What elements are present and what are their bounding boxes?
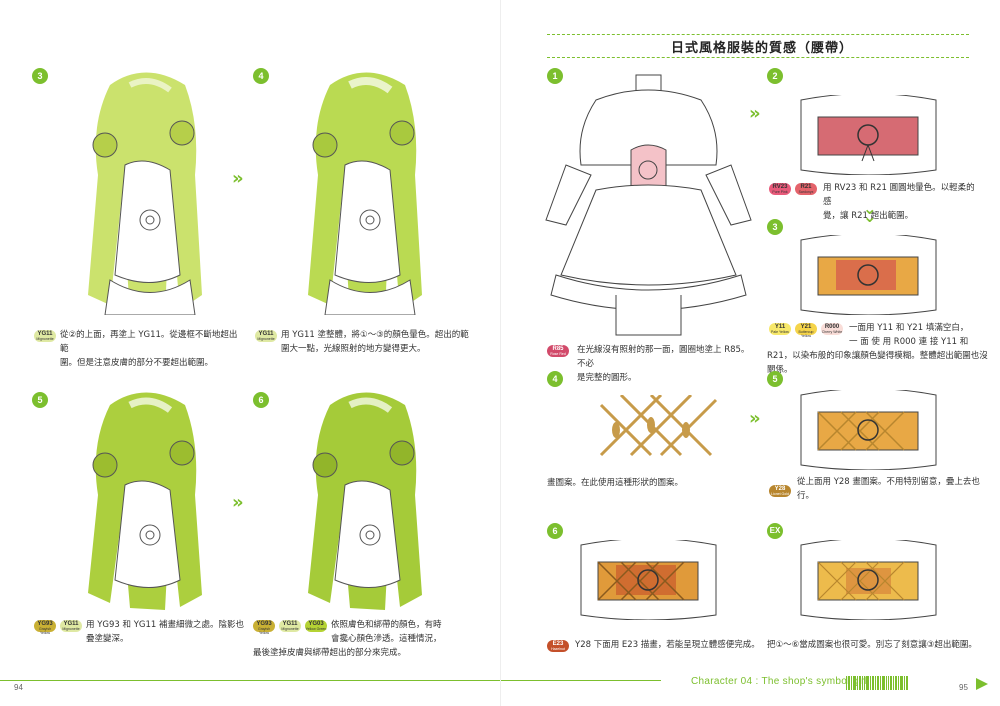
step-badge-4r: 4 xyxy=(547,371,563,387)
caption-step-2: 用 RV23 和 R21 圓圓地暈色。以輕柔的感 覺，讓 R21 超出範圍。 xyxy=(823,183,975,221)
illustration-step-4 xyxy=(308,72,422,315)
caption-step-3: 從②的上面，再塗上 YG11。從邊框不斷地超出範 圍。但是注意皮膚的部分不要超出… xyxy=(60,330,238,368)
illustration-step-5 xyxy=(88,392,202,610)
caption-step-ex: 把①～⑥當成圖案也很可愛。別忘了刻意讓③超出範圍。 xyxy=(767,640,977,650)
caption-step-5: 用 YG93 和 YG11 補畫細微之處。陰影也 疊塗變深。 xyxy=(86,620,244,644)
step-badge-5: 5 xyxy=(32,392,48,408)
illustration-step-ex-obi xyxy=(800,540,937,620)
next-arrow-icon: » xyxy=(232,168,243,189)
illustration-step-2-obi xyxy=(800,95,937,175)
illustration-step-3 xyxy=(88,72,202,315)
title-rule-bottom xyxy=(547,57,969,58)
step-badge-6r: 6 xyxy=(547,523,563,539)
footer-rule xyxy=(501,680,661,681)
down-arrow-icon: ⌄⌄ xyxy=(863,199,877,226)
page-number: 94 xyxy=(14,683,23,692)
next-arrow-icon: » xyxy=(232,492,243,513)
next-arrow-icon: » xyxy=(749,103,760,124)
caption-step-5r: 從上面用 Y28 畫圖案。不用特別留意，疊上去也 行。 xyxy=(797,477,980,501)
illustration-step-3-obi xyxy=(800,235,937,315)
page-number: 95 xyxy=(959,683,968,692)
footer-barcode xyxy=(846,676,908,690)
step-badge-3: 3 xyxy=(32,68,48,84)
page-turn-arrow-icon xyxy=(976,678,988,690)
page-title: 日式風格服裝的質感（腰帶） xyxy=(671,41,854,56)
step-badge-ex: EX xyxy=(767,523,783,539)
next-arrow-icon: » xyxy=(749,408,760,429)
footer-rule xyxy=(0,680,500,681)
step-badge-4: 4 xyxy=(253,68,269,84)
caption-step-6-cont: 最後塗掉皮膚與綁帶超出的部分來完成。 xyxy=(253,648,407,658)
step-badge-6: 6 xyxy=(253,392,269,408)
caption-step-6: 依照膚色和綁帶的顏色，有時 會攙心顏色滲透。這種情況， xyxy=(331,620,442,644)
footer-chapter-title: Character 04 : The shop's symbol girl xyxy=(691,676,868,687)
caption-step-4r: 畫圖案。在此使用這種形狀的圖案。 xyxy=(547,478,684,488)
illustration-step-1-dress xyxy=(545,74,752,336)
title-rule-top xyxy=(547,34,969,35)
caption-step-6r: Y28 下面用 E23 描畫，若能呈現立體感便完成。 xyxy=(575,640,760,650)
step-badge-3r: 3 xyxy=(767,219,783,235)
illustration-step-6-obi xyxy=(580,540,717,620)
step-badge-2: 2 xyxy=(767,68,783,84)
illustration-step-5-obi xyxy=(800,390,937,470)
caption-step-4: 用 YG11 塗整體，將①～③的顏色暈色。超出的範 圍大一點，光線照射的地方變得… xyxy=(281,330,469,354)
step-badge-5r: 5 xyxy=(767,371,783,387)
caption-step-3r-cont: R21，以染布般的印象讓顏色變得模糊。整體超出範圍也沒 關係。 xyxy=(767,351,988,375)
caption-step-1: 在光線沒有照射的那一面，圓圈地塗上 R85。不必 是完整的圓形。 xyxy=(577,345,750,383)
step-badge-1: 1 xyxy=(547,68,563,84)
illustration-step-6 xyxy=(308,392,422,610)
illustration-step-4-pattern xyxy=(599,395,718,457)
caption-step-3r: 一面用 Y11 和 Y21 填滿空白， 一 面 使 用 R000 連 接 Y11… xyxy=(849,323,969,347)
